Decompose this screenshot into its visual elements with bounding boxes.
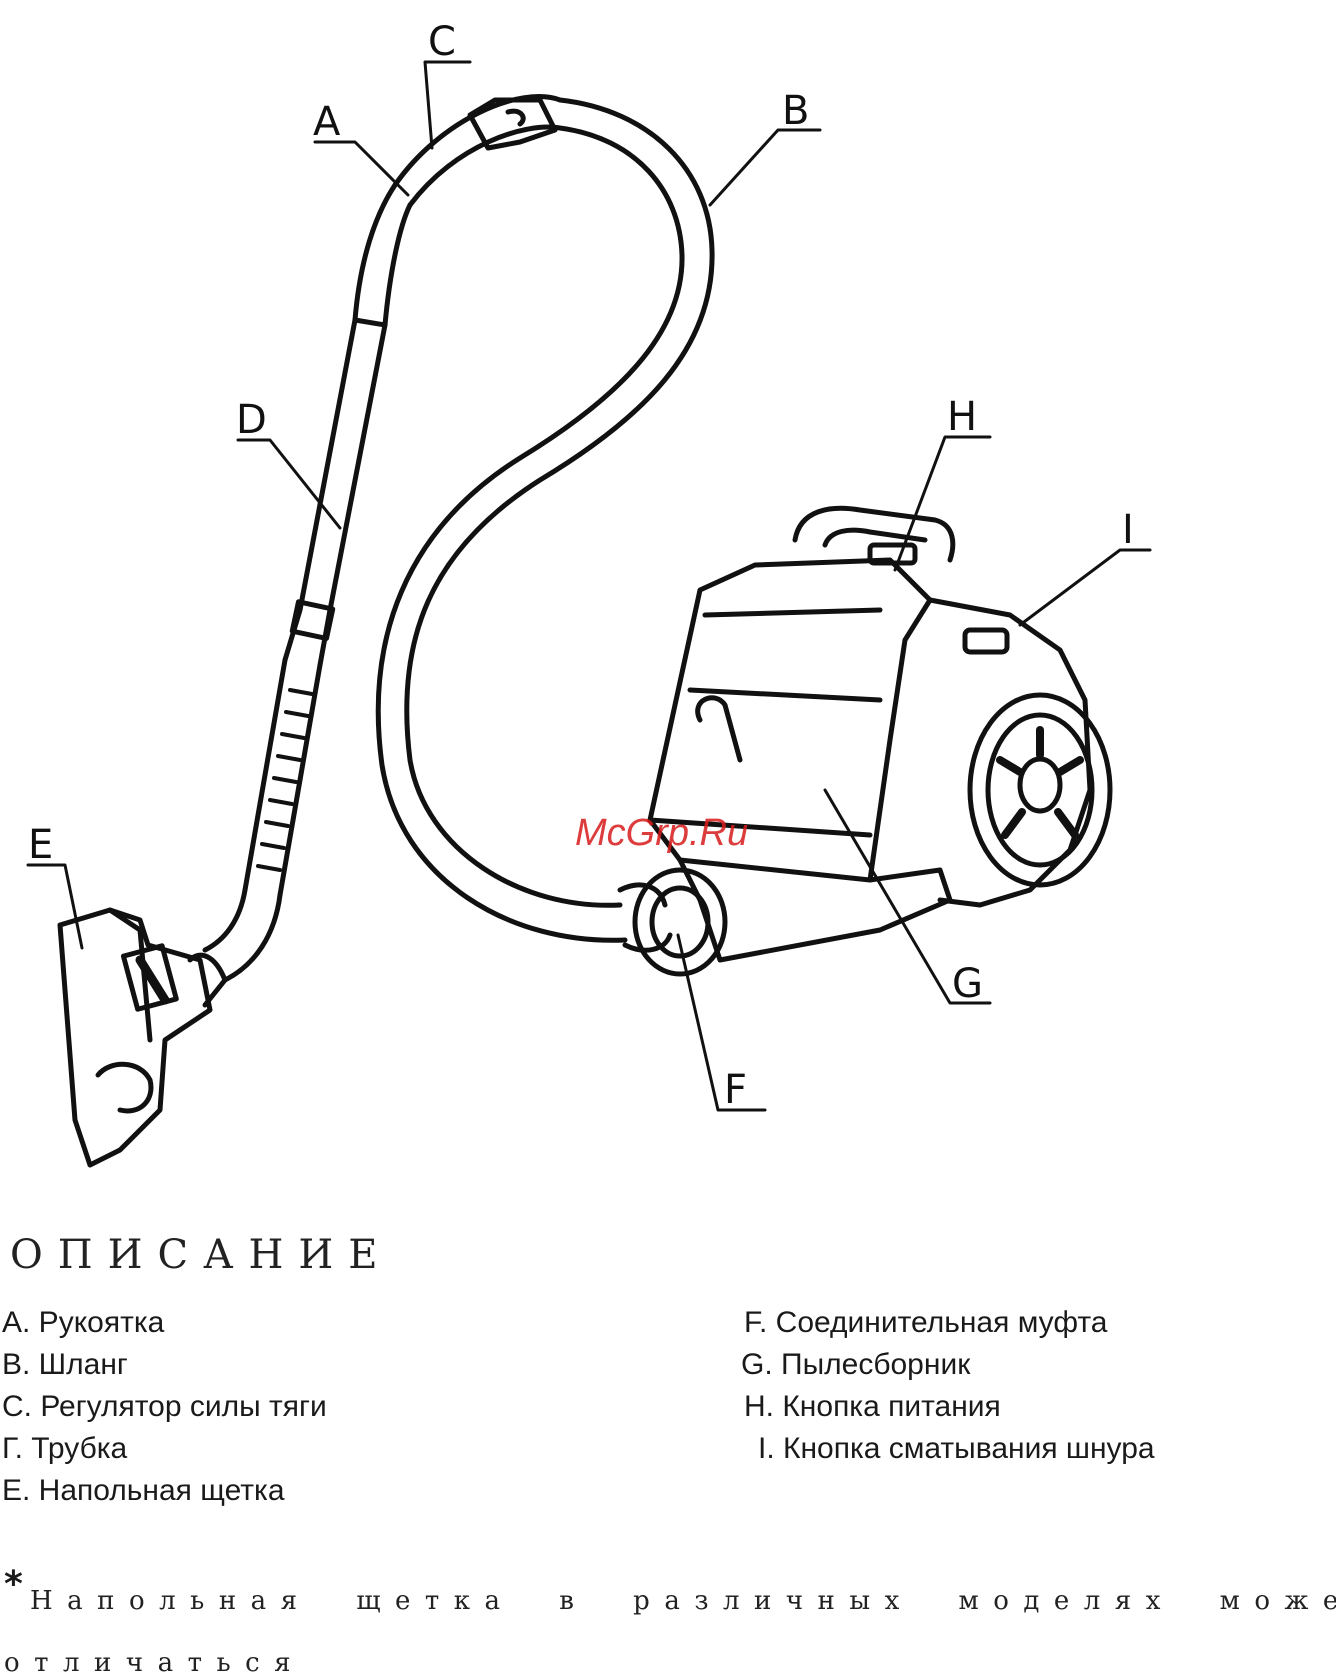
section-title: ОПИСАНИЕ (10, 1232, 392, 1278)
part-item-c: C. Регулятор силы тяги (2, 1386, 327, 1428)
part-item-a: A. Рукоятка (2, 1302, 327, 1344)
parts-list-right: F. Соединительная муфта G. Пылесборник H… (744, 1302, 1155, 1470)
coupling (620, 870, 725, 974)
label-e: E (28, 822, 53, 868)
label-b: B (782, 88, 809, 134)
part-item-b: B. Шланг (2, 1344, 327, 1386)
asterisk: * (4, 1564, 23, 1605)
part-item-g: G. Пылесборник (741, 1344, 1155, 1386)
label-i: I (1122, 507, 1134, 553)
label-c: C (428, 19, 456, 65)
parts-list-left: A. Рукоятка B. Шланг C. Регулятор силы т… (2, 1302, 327, 1512)
leader-lines (28, 62, 1150, 1110)
label-g: G (952, 961, 983, 1007)
part-item-f: F. Соединительная муфта (744, 1302, 1155, 1344)
part-item-h: H. Кнопка питания (744, 1386, 1155, 1428)
label-f: F (724, 1067, 747, 1113)
label-d: D (236, 397, 267, 443)
vacuum-cleaner-diagram: A C B D E H I G F McGrp.Ru (0, 0, 1336, 1190)
part-item-e: E. Напольная щетка (2, 1470, 327, 1512)
footnote-line-1: Напольная щетка в различных моделях може… (30, 1586, 1336, 1616)
label-h: H (947, 394, 977, 440)
tube (205, 320, 385, 980)
handle (355, 100, 555, 325)
part-item-i: I. Кнопка сматывания шнура (758, 1428, 1155, 1470)
part-item-d: Г. Трубка (2, 1428, 327, 1470)
watermark: McGrp.Ru (575, 812, 748, 854)
floor-brush (60, 910, 225, 1165)
footnote-line-2: отличаться (4, 1648, 305, 1678)
label-a: A (313, 99, 341, 145)
